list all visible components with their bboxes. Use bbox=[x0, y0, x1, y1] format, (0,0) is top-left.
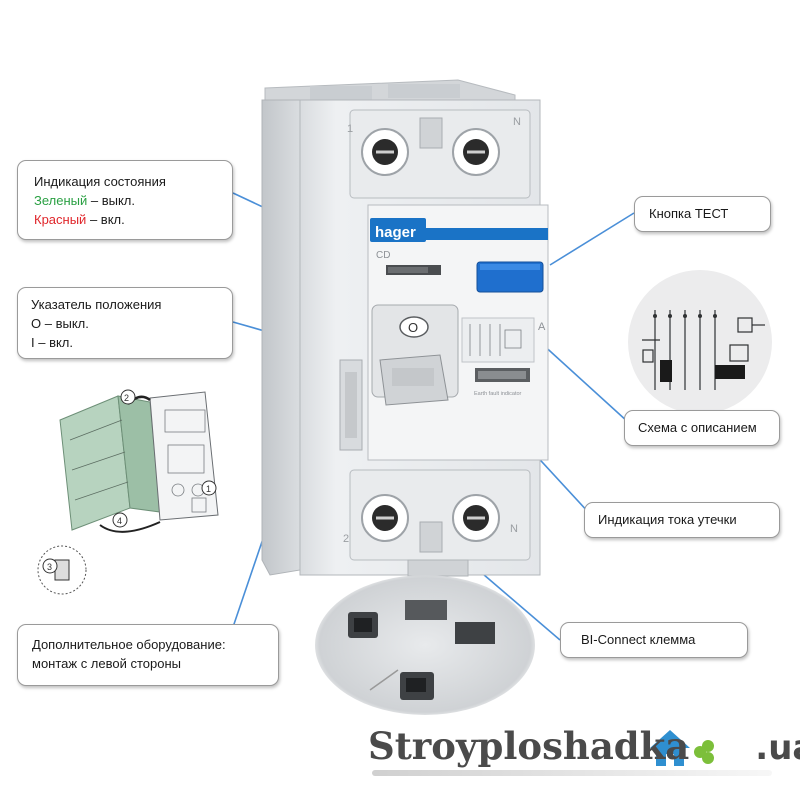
model-label: CD bbox=[376, 250, 390, 261]
position-title: Указатель положения bbox=[31, 297, 162, 312]
status-red-line: Красный – вкл. bbox=[34, 210, 216, 229]
status-title: Индикация состояния bbox=[34, 174, 166, 189]
terminal-label-top-right: N bbox=[513, 116, 521, 128]
status-red-rest: – вкл. bbox=[86, 212, 125, 227]
line-scheme bbox=[539, 341, 629, 423]
callout-test-button: Кнопка ТЕСТ bbox=[634, 196, 771, 232]
watermark-reflection bbox=[372, 770, 772, 776]
callout-extra-equipment: Дополнительное оборудование: монтаж с ле… bbox=[17, 624, 279, 686]
status-green-rest: – выкл. bbox=[87, 193, 135, 208]
house-leaf-icon bbox=[650, 730, 714, 766]
extra-line2: монтаж с левой стороны bbox=[32, 656, 182, 671]
scheme-zoom bbox=[628, 270, 772, 414]
rating-mark: A bbox=[538, 321, 546, 333]
watermark: Stroyploshadka .ua bbox=[368, 724, 800, 768]
brand-logo: hager bbox=[375, 224, 416, 241]
watermark-tail: .ua bbox=[755, 728, 800, 768]
position-line-off: О – выкл. bbox=[31, 316, 89, 331]
status-green-line: Зеленый – выкл. bbox=[34, 191, 216, 210]
callout-position-indicator: Указатель положения О – выкл. I – вкл. bbox=[17, 287, 233, 359]
leak-indicator-caption: Earth fault indicator bbox=[474, 391, 522, 397]
step-3: 3 bbox=[47, 562, 52, 572]
terminal-label-bottom-right: N bbox=[510, 523, 518, 535]
biconnect-label: BI-Connect клемма bbox=[581, 632, 696, 647]
test-label: Кнопка ТЕСТ bbox=[649, 206, 729, 221]
callout-leak-indication: Индикация тока утечки bbox=[584, 502, 780, 538]
line-test bbox=[549, 212, 635, 266]
step-1: 1 bbox=[206, 484, 211, 494]
position-mark: O bbox=[408, 320, 418, 335]
scheme-label: Схема с описанием bbox=[638, 420, 757, 435]
biconnect-zoom bbox=[315, 575, 535, 715]
callout-biconnect: BI-Connect клемма bbox=[560, 622, 748, 658]
status-red-word: Красный bbox=[34, 212, 87, 227]
extra-line1: Дополнительное оборудование: bbox=[32, 637, 226, 652]
terminal-label-top-left: 1 bbox=[347, 123, 353, 135]
installation-sketch: 2 1 4 3 bbox=[37, 389, 219, 595]
step-2: 2 bbox=[124, 393, 129, 403]
leak-label: Индикация тока утечки bbox=[598, 512, 737, 527]
position-line-on: I – вкл. bbox=[31, 335, 74, 350]
status-green-word: Зеленый bbox=[34, 193, 88, 208]
step-4: 4 bbox=[117, 516, 122, 526]
terminal-label-bottom-left: 2 bbox=[343, 533, 349, 545]
callout-status-indication: Индикация состояния Зеленый – выкл. Крас… bbox=[17, 160, 233, 240]
rcd-device: 1 N hager CD O A Earth fa bbox=[261, 79, 549, 577]
callout-scheme: Схема с описанием bbox=[624, 410, 780, 446]
watermark-main: Stroyploshadka bbox=[368, 724, 690, 768]
